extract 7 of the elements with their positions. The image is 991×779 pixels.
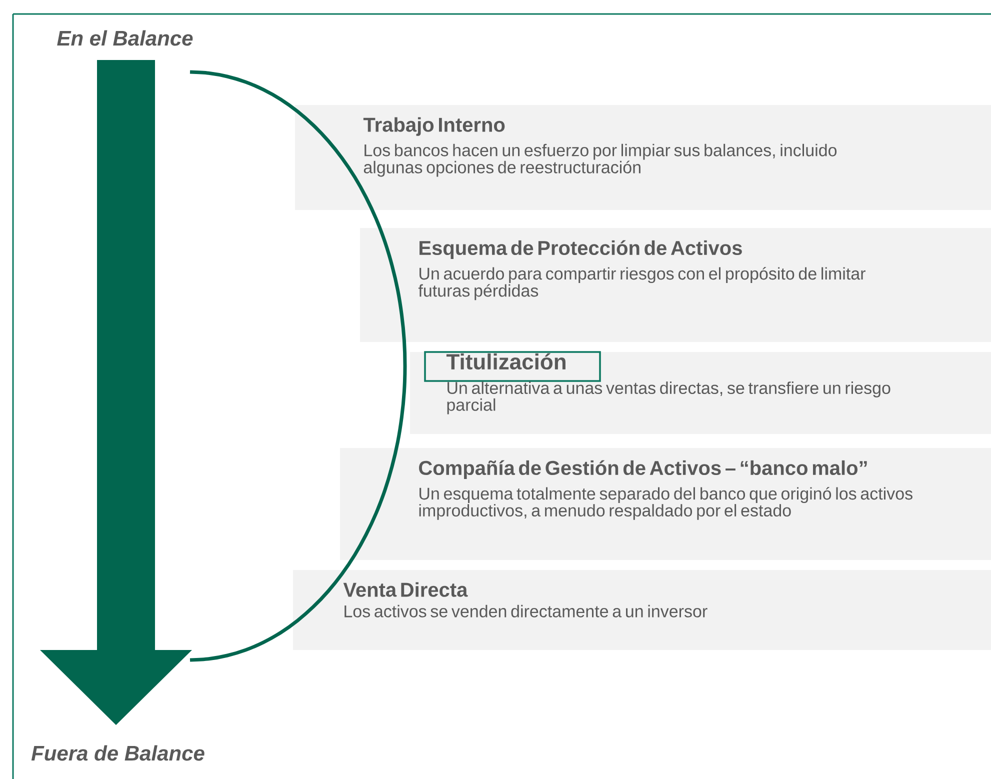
axis-label: En el Balance [57, 30, 193, 46]
axis-label: Fuera de Balance [31, 745, 204, 761]
option-band: Compañía de Gestión de Activos – “banco malo” Un esquema totalmente separado del banco que originó los activos improductivos, a menudo respaldado por el estado [340, 448, 991, 560]
option-band: Trabajo Interno Los bancos hacen un esfuerzo por limpiar sus balances, incluido algunas opciones de reestructuración [295, 105, 991, 210]
option-band: Venta Directa Los activos se venden directamente a un inversor [293, 570, 991, 650]
option-band: Titulización Un alternativa a unas ventas directas, se transfiere un riesgo parcial [410, 351, 991, 434]
option-band: Esquema de Protección de Activos Un acuerdo para compartir riesgos con el propósito de limitar futuras pérdidas [360, 228, 991, 342]
